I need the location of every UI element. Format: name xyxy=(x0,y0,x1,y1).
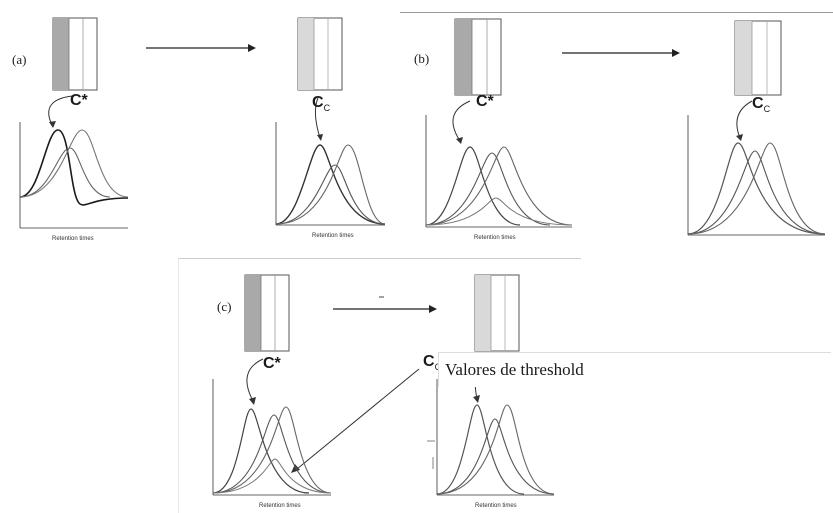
chromatogram-a-left: Retention times xyxy=(19,122,129,242)
panel-label-a: (a) xyxy=(12,52,27,67)
threshold-pointer-arrow xyxy=(296,368,420,470)
panel-a: (a) Retention times Retention xyxy=(0,0,400,242)
panel-c-graphics: Retention times Retention times xyxy=(212,274,555,509)
chromatogram-b-right xyxy=(687,115,826,236)
chromatogram-a-right: Retention times xyxy=(275,122,386,239)
chromatogram-b-left: Retention times xyxy=(425,115,573,241)
panel-label-c: (c) xyxy=(217,299,232,314)
label-cc-c: CC xyxy=(423,353,441,372)
label-c-star-a: C* xyxy=(70,92,88,109)
x-axis-title-a-right: Retention times xyxy=(312,233,354,239)
chromatogram-c-left: Retention times xyxy=(212,379,332,509)
x-axis-title-c-right: Retention times xyxy=(475,503,517,509)
panel-label-b: (b) xyxy=(414,51,430,66)
column-a-right-light-band xyxy=(298,18,314,90)
threshold-callout: Valores de threshold xyxy=(438,352,831,387)
x-axis-title-a-left: Retention times xyxy=(52,236,94,242)
label-cc-a: CC xyxy=(312,94,331,114)
column-b-left-dark-band xyxy=(455,19,472,95)
column-c-right-light-band xyxy=(475,275,491,351)
label-c-star-b: C* xyxy=(476,93,494,110)
column-b-right-light-band xyxy=(735,21,752,95)
panel-b-graphics: Retention times xyxy=(425,18,826,241)
panel-b: (b) Retention times xyxy=(400,12,833,245)
label-c-star-c: C* xyxy=(263,355,281,372)
panel-a-graphics: Retention times Retention times xyxy=(19,17,386,242)
label-cc-b: CC xyxy=(752,95,771,115)
column-c-left-dark-band xyxy=(245,275,261,351)
x-axis-title-b-left: Retention times xyxy=(474,235,516,241)
x-axis-title-c-left: Retention times xyxy=(259,503,301,509)
chromatogram-c-right: Retention times xyxy=(427,379,555,509)
column-a-left-dark-band xyxy=(53,18,69,90)
